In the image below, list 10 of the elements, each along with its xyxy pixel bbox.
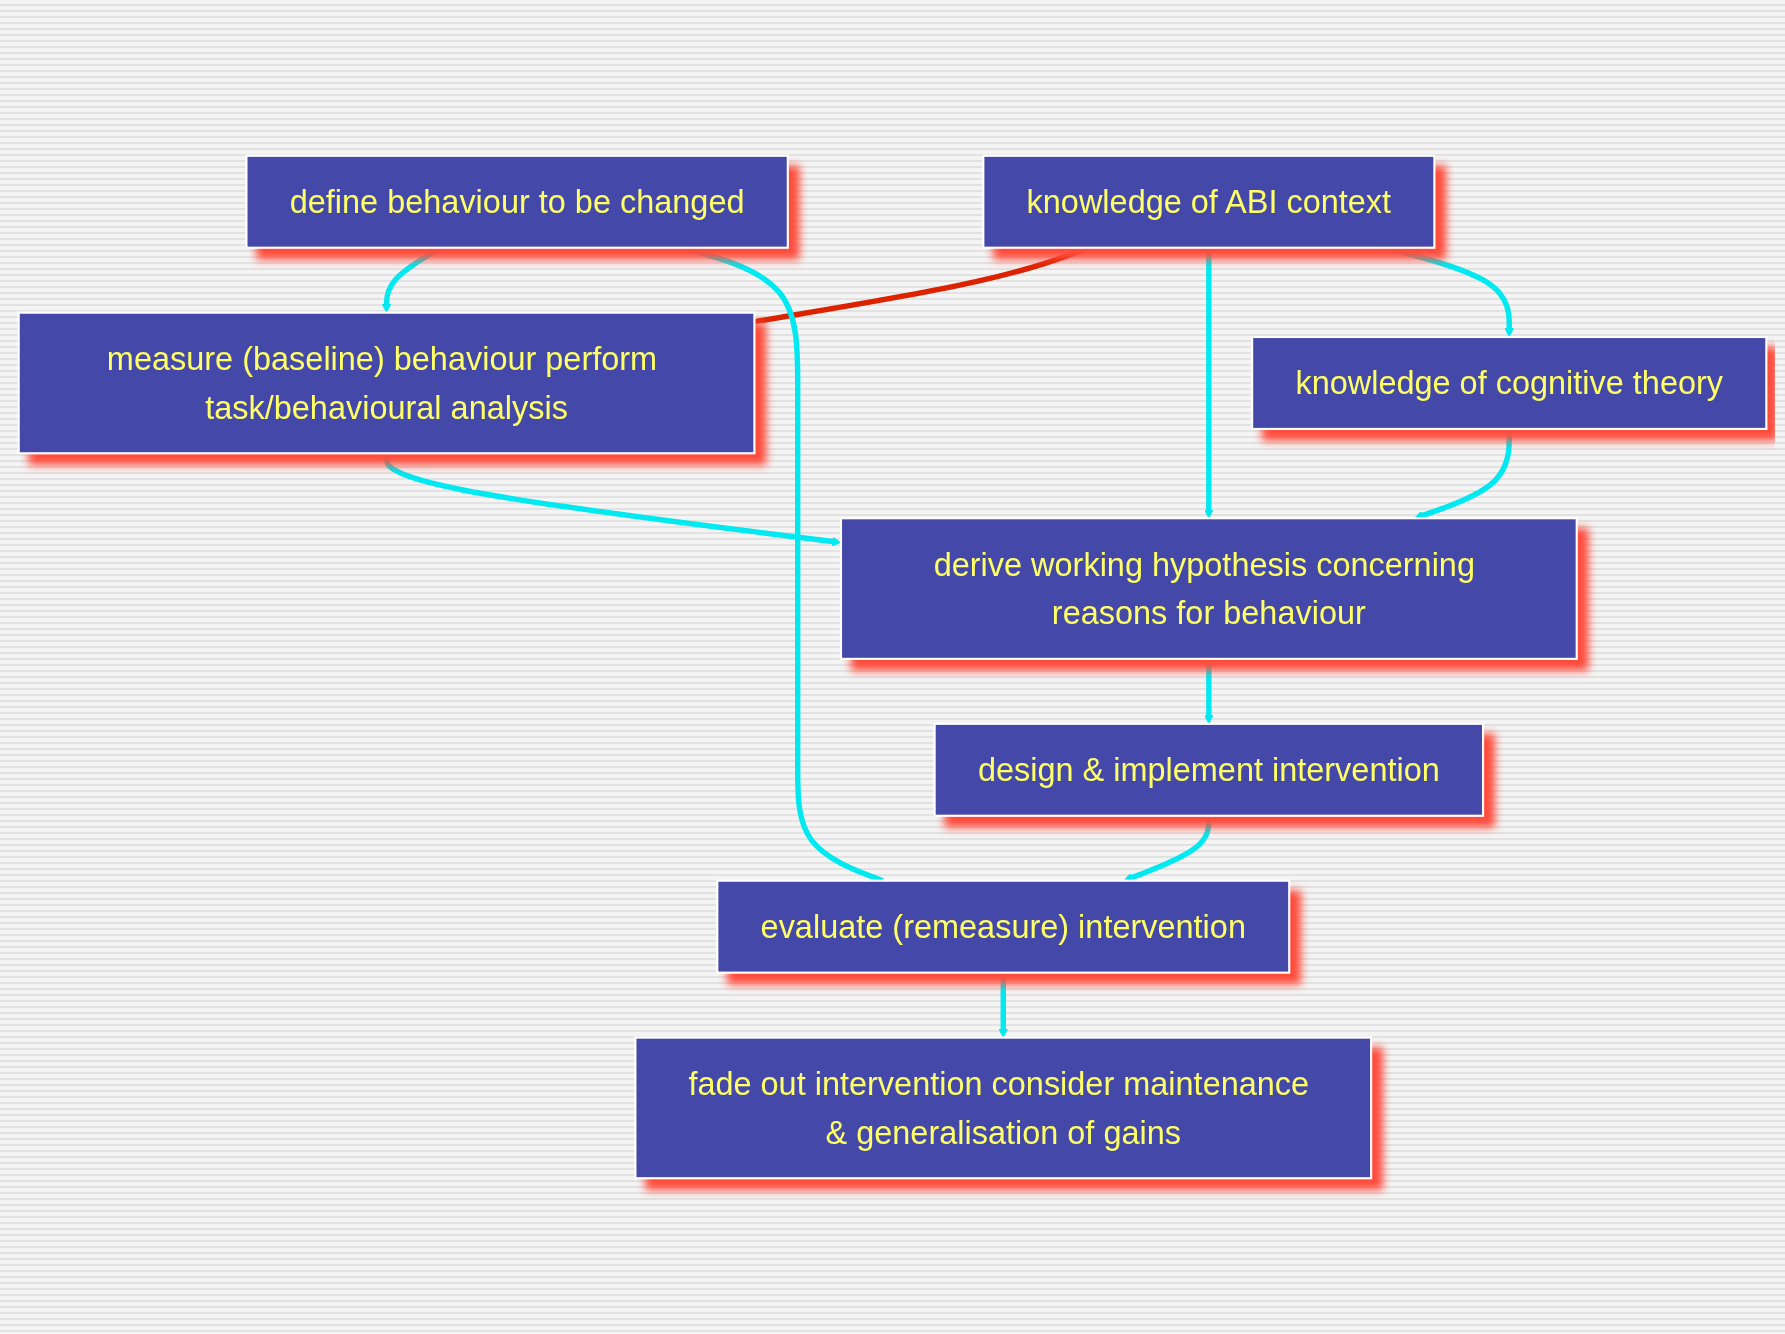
node-box: knowledge of ABI context bbox=[982, 154, 1436, 249]
node-box: design & implement intervention bbox=[933, 722, 1485, 817]
node-box: knowledge of cognitive theory bbox=[1251, 335, 1768, 431]
node-box: fade out intervention consider maintenance & generalisation of gains bbox=[634, 1036, 1373, 1180]
node-box: derive working hypothesis concerning reasons for behaviour bbox=[839, 517, 1578, 660]
node-box: measure (baseline) behaviour perform task/behavioural analysis bbox=[17, 311, 756, 455]
arrow bbox=[998, 972, 1009, 1038]
node-box: define behaviour to be changed bbox=[245, 154, 789, 249]
arrow bbox=[1204, 247, 1214, 519]
node-box: evaluate (remeasure) intervention bbox=[716, 879, 1291, 974]
